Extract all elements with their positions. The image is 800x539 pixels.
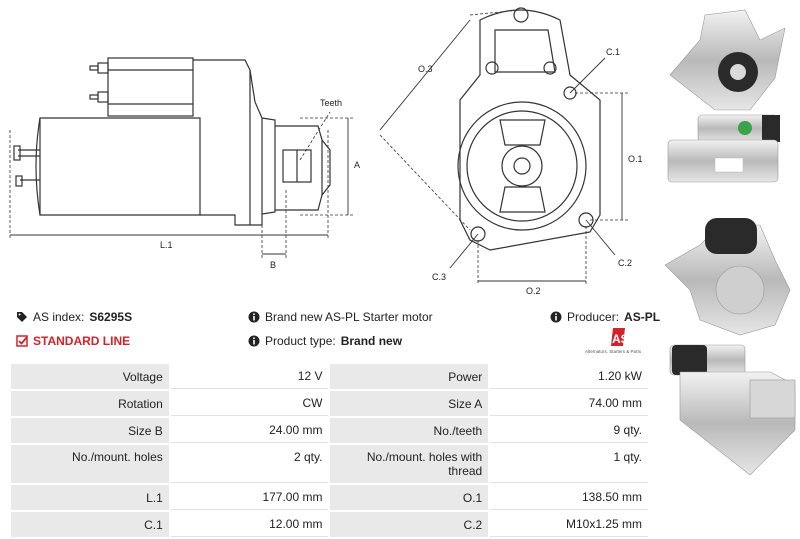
table-row: L.1 177.00 mm O.1 138.50 mm (11, 485, 648, 510)
spec-value: CW (170, 391, 329, 416)
product-info: AS index: S6295S STANDARD LINE Brand new… (8, 306, 660, 356)
spec-value: 12 V (170, 364, 329, 389)
label-b: B (270, 260, 276, 270)
label-c1: C.1 (606, 47, 620, 57)
spec-key: No./teeth (330, 418, 489, 443)
photo-front (669, 9, 786, 111)
spec-value: 138.50 mm (490, 485, 648, 510)
spec-value: 74.00 mm (490, 391, 648, 416)
product-photos (664, 9, 796, 476)
as-index-label: AS index: (33, 310, 85, 324)
technical-drawing: Teeth A L.1 B O.3 O.1 O.2 C.1 C. (9, 7, 643, 296)
product-description: Brand new AS-PL Starter motor (265, 310, 433, 324)
photo-angle (669, 344, 796, 476)
spec-value: 1.20 kW (490, 364, 648, 389)
spec-value: 2 qty. (170, 445, 329, 483)
label-c3: C.3 (432, 272, 446, 282)
label-o2: O.2 (526, 286, 541, 296)
spec-key: Voltage (11, 364, 169, 389)
table-row: Size B 24.00 mm No./teeth 9 qty. (11, 418, 648, 443)
tag-icon (17, 312, 27, 322)
spec-key: Size B (11, 418, 169, 443)
producer-value: AS-PL (624, 310, 661, 324)
spec-key: No./mount. holes with thread (330, 445, 489, 483)
as-index-row: AS index: S6295S (16, 310, 132, 324)
spec-key: Size A (330, 391, 489, 416)
front-view (457, 7, 601, 251)
label-c2: C.2 (618, 258, 632, 268)
label-o3: O.3 (418, 64, 433, 74)
spec-value: 1 qty. (490, 445, 648, 483)
checkbox-check-icon (16, 335, 28, 347)
standard-line-label: STANDARD LINE (33, 334, 131, 348)
table-row: Voltage 12 V Power 1.20 kW (11, 364, 648, 389)
product-type-label: Product type: (265, 334, 336, 348)
side-view (13, 57, 331, 226)
table-row: No./mount. holes 2 qty. No./mount. holes… (11, 445, 648, 483)
label-l1: L.1 (160, 240, 173, 250)
specifications-table: Voltage 12 V Power 1.20 kW Rotation CW S… (9, 362, 650, 539)
brand-logo: AS Alternators, Starters & Parts (585, 328, 642, 354)
spec-value: M10x1.25 mm (490, 512, 648, 537)
description-row: Brand new AS-PL Starter motor (248, 310, 433, 324)
spec-key: C.1 (11, 512, 169, 537)
label-o1: O.1 (628, 154, 643, 164)
info-icon (248, 335, 260, 347)
producer-label: Producer: (567, 310, 620, 324)
spec-value: 177.00 mm (170, 485, 329, 510)
product-type-row: Product type: Brand new (248, 334, 402, 348)
standard-line-row: STANDARD LINE (16, 334, 130, 348)
table-row: C.1 12.00 mm C.2 M10x1.25 mm (11, 512, 648, 537)
label-a: A (354, 160, 360, 170)
table-row: Rotation CW Size A 74.00 mm (11, 391, 648, 416)
info-icon (248, 311, 260, 323)
label-teeth: Teeth (320, 98, 342, 108)
producer-row: Producer: AS-PL (550, 310, 660, 324)
as-index-value: S6295S (89, 310, 133, 324)
photo-side (667, 114, 780, 183)
logo-text: AS (612, 332, 629, 346)
spec-key: Power (330, 364, 489, 389)
spec-key: No./mount. holes (11, 445, 169, 483)
spec-value: 24.00 mm (170, 418, 329, 443)
spec-key: L.1 (11, 485, 169, 510)
photo-rear (664, 218, 791, 336)
spec-value: 12.00 mm (170, 512, 329, 537)
logo-tagline: Alternators, Starters & Parts (585, 349, 642, 354)
spec-value: 9 qty. (490, 418, 648, 443)
spec-key: C.2 (330, 512, 489, 537)
product-type-value: Brand new (340, 334, 403, 348)
spec-key: Rotation (11, 391, 169, 416)
info-icon (550, 311, 562, 323)
spec-key: O.1 (330, 485, 489, 510)
